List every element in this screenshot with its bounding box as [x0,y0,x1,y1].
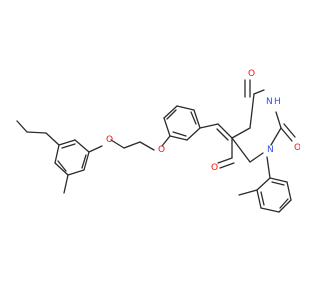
bond [278,199,292,213]
bond [169,135,188,141]
bond [163,105,178,119]
bond [54,162,69,176]
bond [163,117,171,137]
bond [57,160,67,172]
atom-label-nh: H [274,97,281,107]
bond [283,123,296,138]
molecule-structure: O H N O N O O O [0,0,300,300]
bond [270,127,282,146]
bond [275,111,282,129]
bond [16,120,28,133]
atom-label-o-ether-phenyl: O [158,145,165,155]
bond [176,105,195,111]
bond [88,145,103,153]
bond [231,127,251,139]
bond [81,154,87,169]
bond [217,123,233,139]
bond [63,174,69,194]
bond [26,131,47,134]
bond [139,141,155,151]
bond [193,109,201,129]
bond [279,198,289,209]
bond [269,177,288,183]
atom-label-o-ether-aryl: O [106,135,113,145]
bond [219,162,235,169]
bond [280,127,293,142]
bond [58,139,76,146]
bond [266,156,271,179]
bond [271,181,285,186]
bond [286,181,292,201]
bond [253,89,265,95]
bond [110,139,125,149]
bond [166,109,177,120]
bond [260,191,265,206]
bond [186,127,201,141]
atom-label-n-aryl: N [267,145,274,155]
bond [54,144,60,164]
bond [45,132,60,146]
bond [217,157,233,164]
bond [190,111,197,125]
bond [231,137,251,163]
atom-label-nh-n: N [266,97,273,107]
atom-label-o-ketone-top: O [248,69,255,79]
bond [199,123,219,129]
canvas-background [0,0,300,300]
bond [61,143,76,149]
atom-label-o-ketone-bottom: O [211,163,218,173]
bond [123,141,141,149]
atom-label-layer: O H N O N O O O [106,69,300,173]
bond [172,131,187,137]
bond [249,93,255,129]
bond [216,128,229,141]
bond [83,151,90,171]
atom-label-o-urea: O [294,143,300,153]
bond [161,135,171,147]
bond [74,139,90,153]
bond [260,207,280,213]
bond [249,152,264,163]
bond [256,177,271,191]
bond-layer [16,79,296,213]
bond [256,189,262,209]
bond [238,189,258,196]
bond [67,169,85,176]
